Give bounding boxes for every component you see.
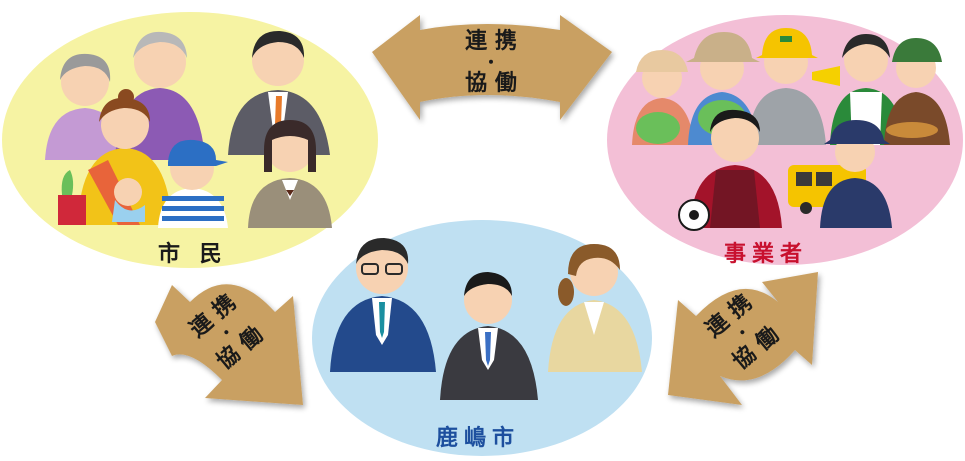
arrow-top-line1: 連 携 [465, 29, 517, 54]
figure-girl [248, 120, 332, 228]
arrow-top [372, 15, 612, 120]
figure-grocery-bag [58, 170, 86, 225]
figure-construction-worker [748, 28, 826, 145]
label-business: 事業者 [724, 242, 809, 267]
label-city: 鹿嶋市 [436, 426, 521, 451]
arrow-top-text: 連 携 ・ 協 働 [448, 28, 534, 98]
arrow-right [668, 272, 818, 405]
business-figures [632, 28, 950, 231]
figure-staff-man-glasses [330, 238, 436, 372]
figure-soccer-player [678, 109, 782, 231]
label-citizens: 市 民 [158, 242, 228, 267]
figure-staff-woman [548, 244, 642, 372]
figure-farmer-woman [632, 50, 694, 145]
arrow-top-dot: ・ [482, 53, 499, 72]
arrow-top-line2: 協 働 [465, 71, 517, 96]
city-figures [330, 238, 642, 400]
figure-mother [78, 89, 172, 225]
figure-baker [884, 38, 950, 145]
figure-bus-driver [820, 120, 892, 228]
figure-staff-man-center [440, 272, 538, 400]
figure-boy [158, 139, 228, 228]
arrow-left [155, 284, 303, 405]
citizen-figures [45, 30, 332, 228]
